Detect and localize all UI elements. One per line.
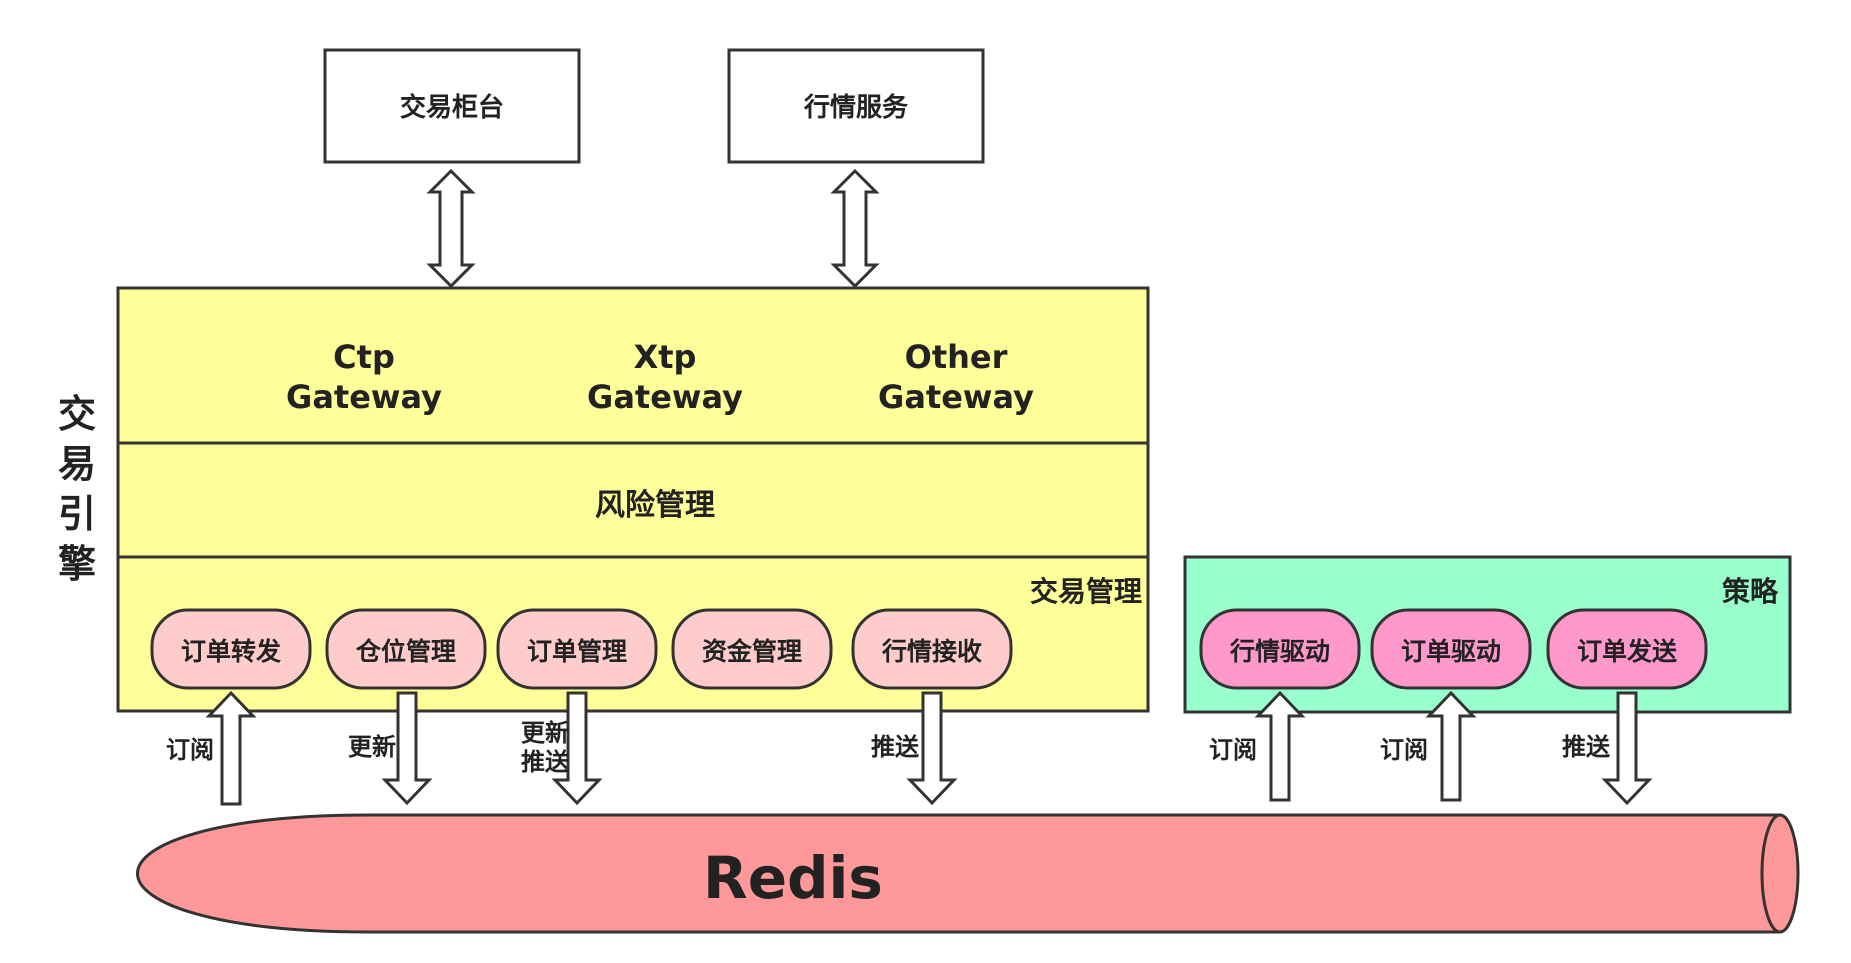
engine-side-label-char-2: 易 bbox=[58, 442, 96, 486]
engine-side-label-char-3: 引 bbox=[58, 492, 96, 536]
arrow-label-update-1: 更新 bbox=[348, 733, 396, 761]
arrow-subscribe-order-driven: 订阅 bbox=[1380, 690, 1477, 802]
module-position-management: 仓位管理 bbox=[325, 608, 487, 690]
ctp-gateway-line2: Gateway bbox=[286, 378, 442, 416]
counter-box: 交易柜台 bbox=[323, 48, 581, 164]
engine-side-label-char-1: 交 bbox=[58, 392, 96, 436]
module-order-management: 订单管理 bbox=[496, 608, 658, 690]
risk-management-band: 风险管理 bbox=[116, 441, 1150, 559]
strategy-box: 策略 行情驱动 订单驱动 订单发送 bbox=[1183, 555, 1792, 714]
gateway-band: Ctp Gateway Xtp Gateway Other Gateway bbox=[116, 286, 1150, 445]
module-market-receive: 行情接收 bbox=[851, 608, 1013, 690]
arrow-update-position: 更新 bbox=[348, 691, 433, 806]
arrow-subscribe-order-forward: 订阅 bbox=[166, 690, 257, 806]
engine-side-label-char-4: 擎 bbox=[58, 542, 96, 586]
module-order-send-label: 订单发送 bbox=[1577, 637, 1677, 666]
arrow-subscribe-market-driven: 订阅 bbox=[1209, 690, 1306, 802]
engine-side-label: 交 易 引 擎 bbox=[58, 392, 96, 586]
module-order-management-label: 订单管理 bbox=[527, 637, 627, 666]
arrow-push-market-receive: 推送 bbox=[871, 691, 958, 806]
trade-management-band: 交易管理 订单转发 仓位管理 订单管理 资金管理 行情接收 bbox=[116, 555, 1150, 713]
market-service-box-label: 行情服务 bbox=[803, 92, 908, 123]
module-order-forward: 订单转发 bbox=[150, 608, 312, 690]
arrow-label-push-3: 推送 bbox=[1562, 733, 1611, 761]
arrow-label-subscribe-2: 订阅 bbox=[1209, 736, 1257, 764]
arrow-label-update-2: 更新 bbox=[521, 719, 569, 747]
module-position-management-label: 仓位管理 bbox=[355, 637, 456, 666]
module-market-driven: 行情驱动 bbox=[1199, 608, 1361, 690]
double-arrow-market bbox=[830, 168, 880, 289]
xtp-gateway-line1: Xtp bbox=[634, 338, 697, 376]
module-fund-management-label: 资金管理 bbox=[702, 637, 802, 666]
double-arrow-counter bbox=[426, 168, 476, 289]
other-gateway-line1: Other bbox=[905, 338, 1008, 376]
redis-label: Redis bbox=[703, 844, 883, 912]
counter-box-label: 交易柜台 bbox=[400, 92, 504, 123]
module-fund-management: 资金管理 bbox=[671, 608, 833, 690]
arrow-label-push-2: 推送 bbox=[871, 733, 920, 761]
arrow-label-subscribe-3: 订阅 bbox=[1380, 736, 1428, 764]
module-market-driven-label: 行情驱动 bbox=[1229, 637, 1330, 666]
redis-pipe: Redis bbox=[136, 813, 1800, 934]
strategy-label: 策略 bbox=[1722, 575, 1779, 608]
market-service-box: 行情服务 bbox=[727, 48, 985, 164]
trade-management-label: 交易管理 bbox=[1030, 575, 1142, 608]
other-gateway-line2: Gateway bbox=[878, 378, 1034, 416]
ctp-gateway-line1: Ctp bbox=[333, 338, 395, 376]
module-market-receive-label: 行情接收 bbox=[881, 637, 982, 666]
arrow-update-push-order: 更新 推送 bbox=[521, 691, 603, 806]
module-order-driven: 订单驱动 bbox=[1370, 608, 1532, 690]
module-order-driven-label: 订单驱动 bbox=[1401, 637, 1501, 666]
arrow-label-subscribe-1: 订阅 bbox=[166, 736, 214, 764]
risk-management-label: 风险管理 bbox=[595, 488, 715, 523]
module-order-send: 订单发送 bbox=[1546, 608, 1708, 690]
arrow-label-push-1: 推送 bbox=[521, 748, 570, 776]
module-order-forward-label: 订单转发 bbox=[181, 637, 281, 666]
xtp-gateway-line2: Gateway bbox=[587, 378, 743, 416]
arrow-push-order-send: 推送 bbox=[1562, 691, 1653, 806]
